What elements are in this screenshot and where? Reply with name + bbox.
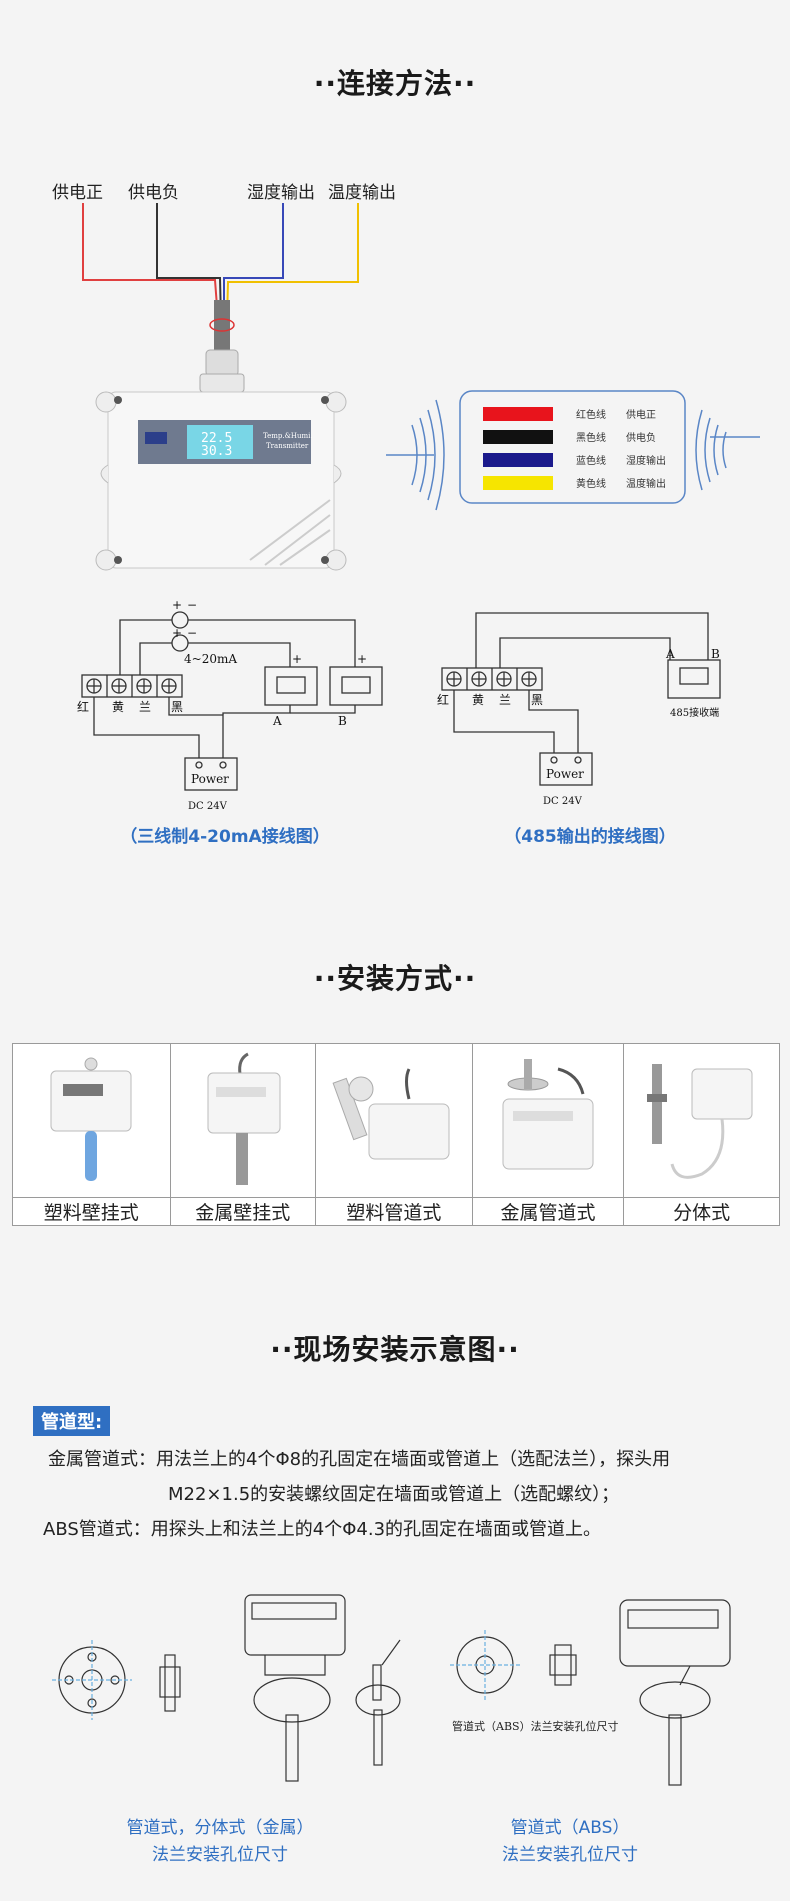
- method-image-metal-duct: [471, 1043, 625, 1198]
- power-label: Power: [191, 772, 229, 786]
- note-metal-flange: 管道式，分体式（金属） 法兰安装孔位尺寸: [80, 1815, 360, 1869]
- abs-flange-drawing: [450, 1599, 731, 1786]
- section-title-site-install: ··现场安装示意图··: [270, 1333, 520, 1366]
- meter-b-label: B: [338, 714, 347, 728]
- legend-red-meaning: 供电正: [626, 408, 656, 421]
- abs-diagram-label: 管道式（ABS）法兰安装孔位尺寸: [452, 1720, 619, 1733]
- wire-label-humidity-output: 湿度输出: [247, 183, 315, 203]
- legend-blue-meaning: 湿度输出: [626, 454, 666, 467]
- legend-black-swatch: [483, 430, 553, 444]
- receiver-label: 485接收端: [670, 706, 719, 719]
- rs485-b-label: B: [711, 647, 720, 661]
- note-abs-flange-line1: 管道式（ABS）: [510, 1818, 630, 1838]
- svg-text:+: +: [357, 652, 367, 666]
- legend-yellow-name: 黄色线: [576, 477, 606, 490]
- wire-label-temperature-output: 温度输出: [328, 183, 396, 203]
- terminal-yellow: 黄: [112, 700, 124, 714]
- terminal-yellow: 黄: [472, 693, 484, 707]
- note-metal-flange-line2: 法兰安装孔位尺寸: [152, 1845, 288, 1865]
- svg-text:+: +: [172, 598, 182, 612]
- method-image-plastic-duct: [315, 1043, 473, 1198]
- current-range-label: 4~20mA: [184, 652, 237, 666]
- display-value-1: 22.5: [201, 431, 232, 446]
- transmitter-housing: [95, 391, 347, 571]
- caption-485-diagram: （485输出的接线图）: [504, 827, 676, 847]
- legend-blue-name: 蓝色线: [576, 454, 606, 467]
- wiring-diagram-4-20ma: + − + − 4~20mA + + 红 黄 兰 黑 A B Power DC …: [77, 598, 383, 812]
- legend-black-meaning: 供电负: [626, 431, 656, 444]
- device-brand-line2: Transmitter: [266, 442, 309, 450]
- method-label-split: 分体式: [623, 1197, 780, 1226]
- legend-yellow-meaning: 温度输出: [626, 477, 666, 490]
- svg-text:−: −: [187, 598, 197, 612]
- svg-text:+: +: [172, 626, 182, 640]
- method-image-split: [623, 1043, 780, 1198]
- terminal-red: 红: [77, 699, 89, 714]
- device-brand-line1: Temp.&Humi.: [263, 432, 313, 440]
- wire-label-power-negative: 供电负: [128, 183, 179, 203]
- method-label-plastic-duct: 塑料管道式: [315, 1197, 473, 1226]
- wiring-diagram-485: A B 485接收端 红 黄 兰 黑 Power DC 24V: [437, 612, 721, 807]
- terminal-red: 红: [437, 692, 449, 707]
- installation-methods-table: 塑料壁挂式 金属壁挂式 塑料管道式 金属管道式 分体式: [12, 1043, 780, 1226]
- legend-red-swatch: [483, 407, 553, 421]
- rs485-a-label: A: [665, 647, 675, 661]
- legend-red-name: 红色线: [576, 408, 606, 421]
- dc-voltage-label: DC 24V: [543, 796, 583, 807]
- legend-blue-swatch: [483, 453, 553, 467]
- terminal-black: 黑: [531, 693, 543, 707]
- method-image-plastic-wall: [12, 1043, 171, 1198]
- meter-a-label: A: [272, 714, 282, 728]
- legend-yellow-swatch: [483, 476, 553, 490]
- device-wiring-illustration: 22.5 30.3 Temp.&Humi. Transmitter 红色线 供电…: [82, 203, 760, 571]
- caption-4-20ma-diagram: （三线制4-20mA接线图）: [120, 827, 330, 847]
- display-value-2: 30.3: [201, 444, 232, 459]
- note-metal-flange-line1: 管道式，分体式（金属）: [126, 1818, 314, 1838]
- terminal-black: 黑: [171, 700, 183, 714]
- wire-label-power-positive: 供电正: [52, 183, 103, 203]
- duct-type-tag: 管道型:: [33, 1406, 111, 1436]
- power-label: Power: [546, 767, 584, 781]
- svg-text:+: +: [292, 652, 302, 666]
- method-label-metal-wall: 金属壁挂式: [169, 1197, 317, 1226]
- method-image-metal-wall: [169, 1043, 317, 1198]
- terminal-blue: 兰: [139, 700, 151, 714]
- method-label-metal-duct: 金属管道式: [471, 1197, 625, 1226]
- section-title-wiring: ··连接方法··: [313, 67, 477, 100]
- desc-abs-duct: ABS管道式：用探头上和法兰上的4个Φ4.3的孔固定在墙面或管道上。: [43, 1519, 602, 1540]
- note-abs-flange: 管道式（ABS） 法兰安装孔位尺寸: [430, 1815, 710, 1869]
- legend-black-name: 黑色线: [576, 431, 606, 444]
- terminal-blue: 兰: [499, 693, 511, 707]
- dc-voltage-label: DC 24V: [188, 801, 228, 812]
- desc-metal-duct-line2: M22×1.5的安装螺纹固定在墙面或管道上（选配螺纹）；: [168, 1484, 620, 1505]
- svg-text:−: −: [187, 626, 197, 640]
- desc-metal-duct-line1: 金属管道式：用法兰上的4个Φ8的孔固定在墙面或管道上（选配法兰），探头用: [48, 1449, 671, 1470]
- metal-flange-drawing: [52, 1594, 401, 1782]
- note-abs-flange-line2: 法兰安装孔位尺寸: [502, 1845, 638, 1865]
- wire-color-legend: [386, 390, 760, 511]
- section-title-installation: ··安装方式··: [313, 962, 477, 995]
- method-label-plastic-wall: 塑料壁挂式: [12, 1197, 171, 1226]
